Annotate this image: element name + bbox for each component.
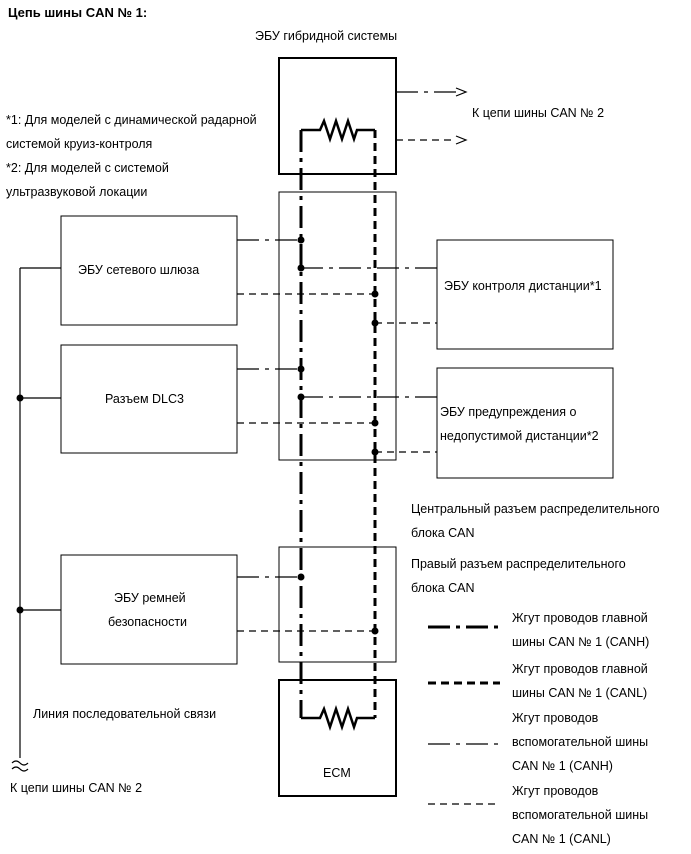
- legend-canl-sub-line-3: CAN № 1 (CANL): [512, 832, 611, 846]
- note-2-line-2: ультразвуковой локации: [6, 185, 147, 199]
- central-junction-box: [278, 191, 397, 461]
- distance-warning-ecu-label-line-2: недопустимой дистанции*2: [440, 429, 599, 443]
- central-junction-label-line-2: блока CAN: [411, 526, 475, 540]
- legend-canl-sub-line-1: Жгут проводов: [512, 784, 599, 798]
- legend-canl-main-line-1: Жгут проводов главной: [512, 662, 648, 676]
- arrow-right-icon: [455, 87, 468, 97]
- legend-canh-main-line-1: Жгут проводов главной: [512, 611, 648, 625]
- note-1-line-1: *1: Для моделей с динамической радарной: [6, 113, 257, 127]
- ecm-label: ECM: [323, 766, 351, 780]
- junction-dot: [297, 236, 305, 244]
- legend-canl-sub-line-2: вспомогательной шины: [512, 808, 648, 822]
- legend-canh-main-line-2: шины CAN № 1 (CANH): [512, 635, 649, 649]
- dlc3-label: Разъем DLC3: [105, 392, 184, 406]
- to-can2-right-label: К цепи шины CAN № 2: [472, 106, 604, 120]
- junction-dot: [371, 290, 379, 298]
- distance-control-ecu-label: ЭБУ контроля дистанции*1: [444, 279, 602, 293]
- note-1-line-2: системой круиз-контроля: [6, 137, 152, 151]
- right-junction-box: [278, 546, 397, 663]
- note-2-line-1: *2: Для моделей с системой: [6, 161, 169, 175]
- wire-break-icon: [11, 760, 29, 766]
- distance-warning-ecu-label-line-1: ЭБУ предупреждения о: [440, 405, 577, 419]
- gateway-ecu-label: ЭБУ сетевого шлюза: [78, 263, 199, 277]
- legend-canh-sub-line-1: Жгут проводов: [512, 711, 599, 725]
- arrow-right-icon: [455, 135, 468, 145]
- junction-dot: [371, 319, 379, 327]
- diagram-title: Цепь шины CAN № 1:: [8, 5, 147, 20]
- seatbelt-ecu-label-line-1: ЭБУ ремней: [114, 591, 186, 605]
- legend-canl-main-line-2: шины CAN № 1 (CANL): [512, 686, 647, 700]
- hybrid-termination-resistor: [301, 117, 375, 143]
- junction-dot: [297, 264, 305, 272]
- junction-dot: [16, 394, 24, 402]
- distance-warning-ecu-box: [436, 367, 614, 479]
- right-junction-label-line-2: блока CAN: [411, 581, 475, 595]
- ecm-box: [278, 679, 397, 797]
- legend-canh-sub-line-2: вспомогательной шины: [512, 735, 648, 749]
- serial-line-label: Линия последовательной связи: [33, 707, 216, 721]
- hybrid-ecu-box: [278, 57, 397, 175]
- junction-dot: [297, 393, 305, 401]
- distance-control-ecu-box: [436, 239, 614, 350]
- junction-dot: [371, 627, 379, 635]
- gateway-ecu-box: [60, 215, 238, 326]
- junction-dot: [297, 573, 305, 581]
- right-junction-label-line-1: Правый разъем распределительного: [411, 557, 626, 571]
- hybrid-ecu-label: ЭБУ гибридной системы: [255, 29, 397, 43]
- wire-break-icon: [11, 766, 29, 772]
- junction-dot: [16, 606, 24, 614]
- legend-canh-sub-line-3: CAN № 1 (CANH): [512, 759, 613, 773]
- junction-dot: [297, 365, 305, 373]
- dlc3-connector-box: [60, 344, 238, 454]
- to-can2-bottom-label: К цепи шины CAN № 2: [10, 781, 142, 795]
- seatbelt-ecu-box: [60, 554, 238, 665]
- seatbelt-ecu-label-line-2: безопасности: [108, 615, 187, 629]
- junction-dot: [371, 419, 379, 427]
- ecm-termination-resistor: [301, 705, 375, 731]
- junction-dot: [371, 448, 379, 456]
- central-junction-label-line-1: Центральный разъем распределительного: [411, 502, 660, 516]
